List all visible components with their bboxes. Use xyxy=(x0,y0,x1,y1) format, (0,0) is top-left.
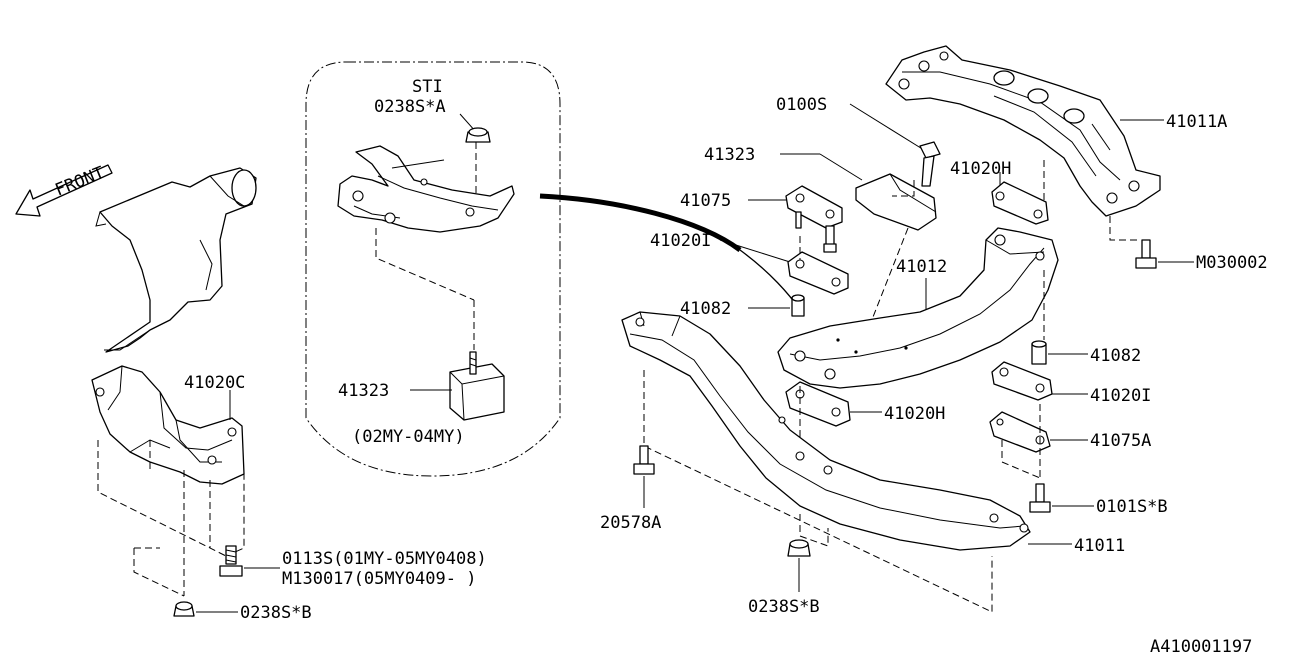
transmission-case-illustration xyxy=(95,167,257,353)
label-41075a: 41075A xyxy=(1090,431,1151,451)
inset-border xyxy=(305,61,561,477)
spacer-41082-right-icon xyxy=(1031,340,1047,365)
front-crossmember-41011-illustration xyxy=(621,311,1031,551)
stopper-41020i-upper-illustration xyxy=(787,251,849,295)
inset-nut-icon xyxy=(465,127,491,143)
diagram-id: A410001197 xyxy=(1150,637,1252,653)
damper-41323-illustration xyxy=(855,173,937,231)
label-41020c: 41020C xyxy=(184,373,245,393)
inset-header-sti: STI xyxy=(412,77,443,97)
bracket-41075-illustration xyxy=(785,185,843,253)
bolt-0101s-b-icon xyxy=(1029,483,1051,513)
bolt-0100s-icon xyxy=(919,141,941,187)
label-41020h-lower: 41020H xyxy=(884,404,945,424)
inset-header-part: 0238S*A xyxy=(374,97,446,117)
label-41075: 41075 xyxy=(680,191,731,211)
callout-arrow xyxy=(539,193,742,253)
label-0101s-b: 0101S*B xyxy=(1096,497,1168,517)
bolt-0113s-icon xyxy=(219,545,243,577)
stopper-41020h-upper-illustration xyxy=(991,181,1049,225)
inset-bracket-illustration xyxy=(337,145,515,233)
label-0113s: 0113S(01MY-05MY0408) xyxy=(282,549,487,569)
label-41323-right: 41323 xyxy=(704,145,755,165)
label-0100s: 0100S xyxy=(776,95,827,115)
front-label: FRONT xyxy=(52,163,107,201)
label-41020i-right: 41020I xyxy=(1090,386,1151,406)
label-0238s-b-left: 0238S*B xyxy=(240,603,312,623)
bolt-m030002-icon xyxy=(1135,239,1157,269)
label-41082-upper: 41082 xyxy=(680,299,731,319)
spacer-41082-upper-icon xyxy=(791,294,805,317)
bracket-41075a-illustration xyxy=(989,411,1051,453)
label-41020h-upper: 41020H xyxy=(950,159,1011,179)
label-0238s-b-lower: 0238S*B xyxy=(748,597,820,617)
label-41012: 41012 xyxy=(896,257,947,277)
nut-0238s-b-lower-icon xyxy=(787,539,811,557)
label-41082-right: 41082 xyxy=(1090,346,1141,366)
inset-damper-41323-illustration xyxy=(449,351,505,421)
rear-mount-41011a-illustration xyxy=(885,45,1161,217)
label-20578a: 20578A xyxy=(600,513,661,533)
inset-note: (02MY-04MY) xyxy=(352,427,465,447)
label-41011a: 41011A xyxy=(1166,112,1227,132)
stopper-41020h-lower-illustration xyxy=(785,381,851,427)
nut-0238s-b-left-icon xyxy=(173,601,195,617)
label-41020i-upper: 41020I xyxy=(650,231,711,251)
front-arrow-icon xyxy=(15,164,113,217)
label-m130017: M130017(05MY0409- ) xyxy=(282,569,476,589)
stopper-41020i-right-illustration xyxy=(991,361,1053,401)
label-41011: 41011 xyxy=(1074,536,1125,556)
bracket-41020c-illustration xyxy=(91,365,245,485)
label-m030002: M030002 xyxy=(1196,253,1268,273)
inset-label-41323: 41323 xyxy=(338,381,389,401)
crossmember-41012-illustration xyxy=(777,227,1059,389)
bolt-20578a-icon xyxy=(633,445,655,475)
